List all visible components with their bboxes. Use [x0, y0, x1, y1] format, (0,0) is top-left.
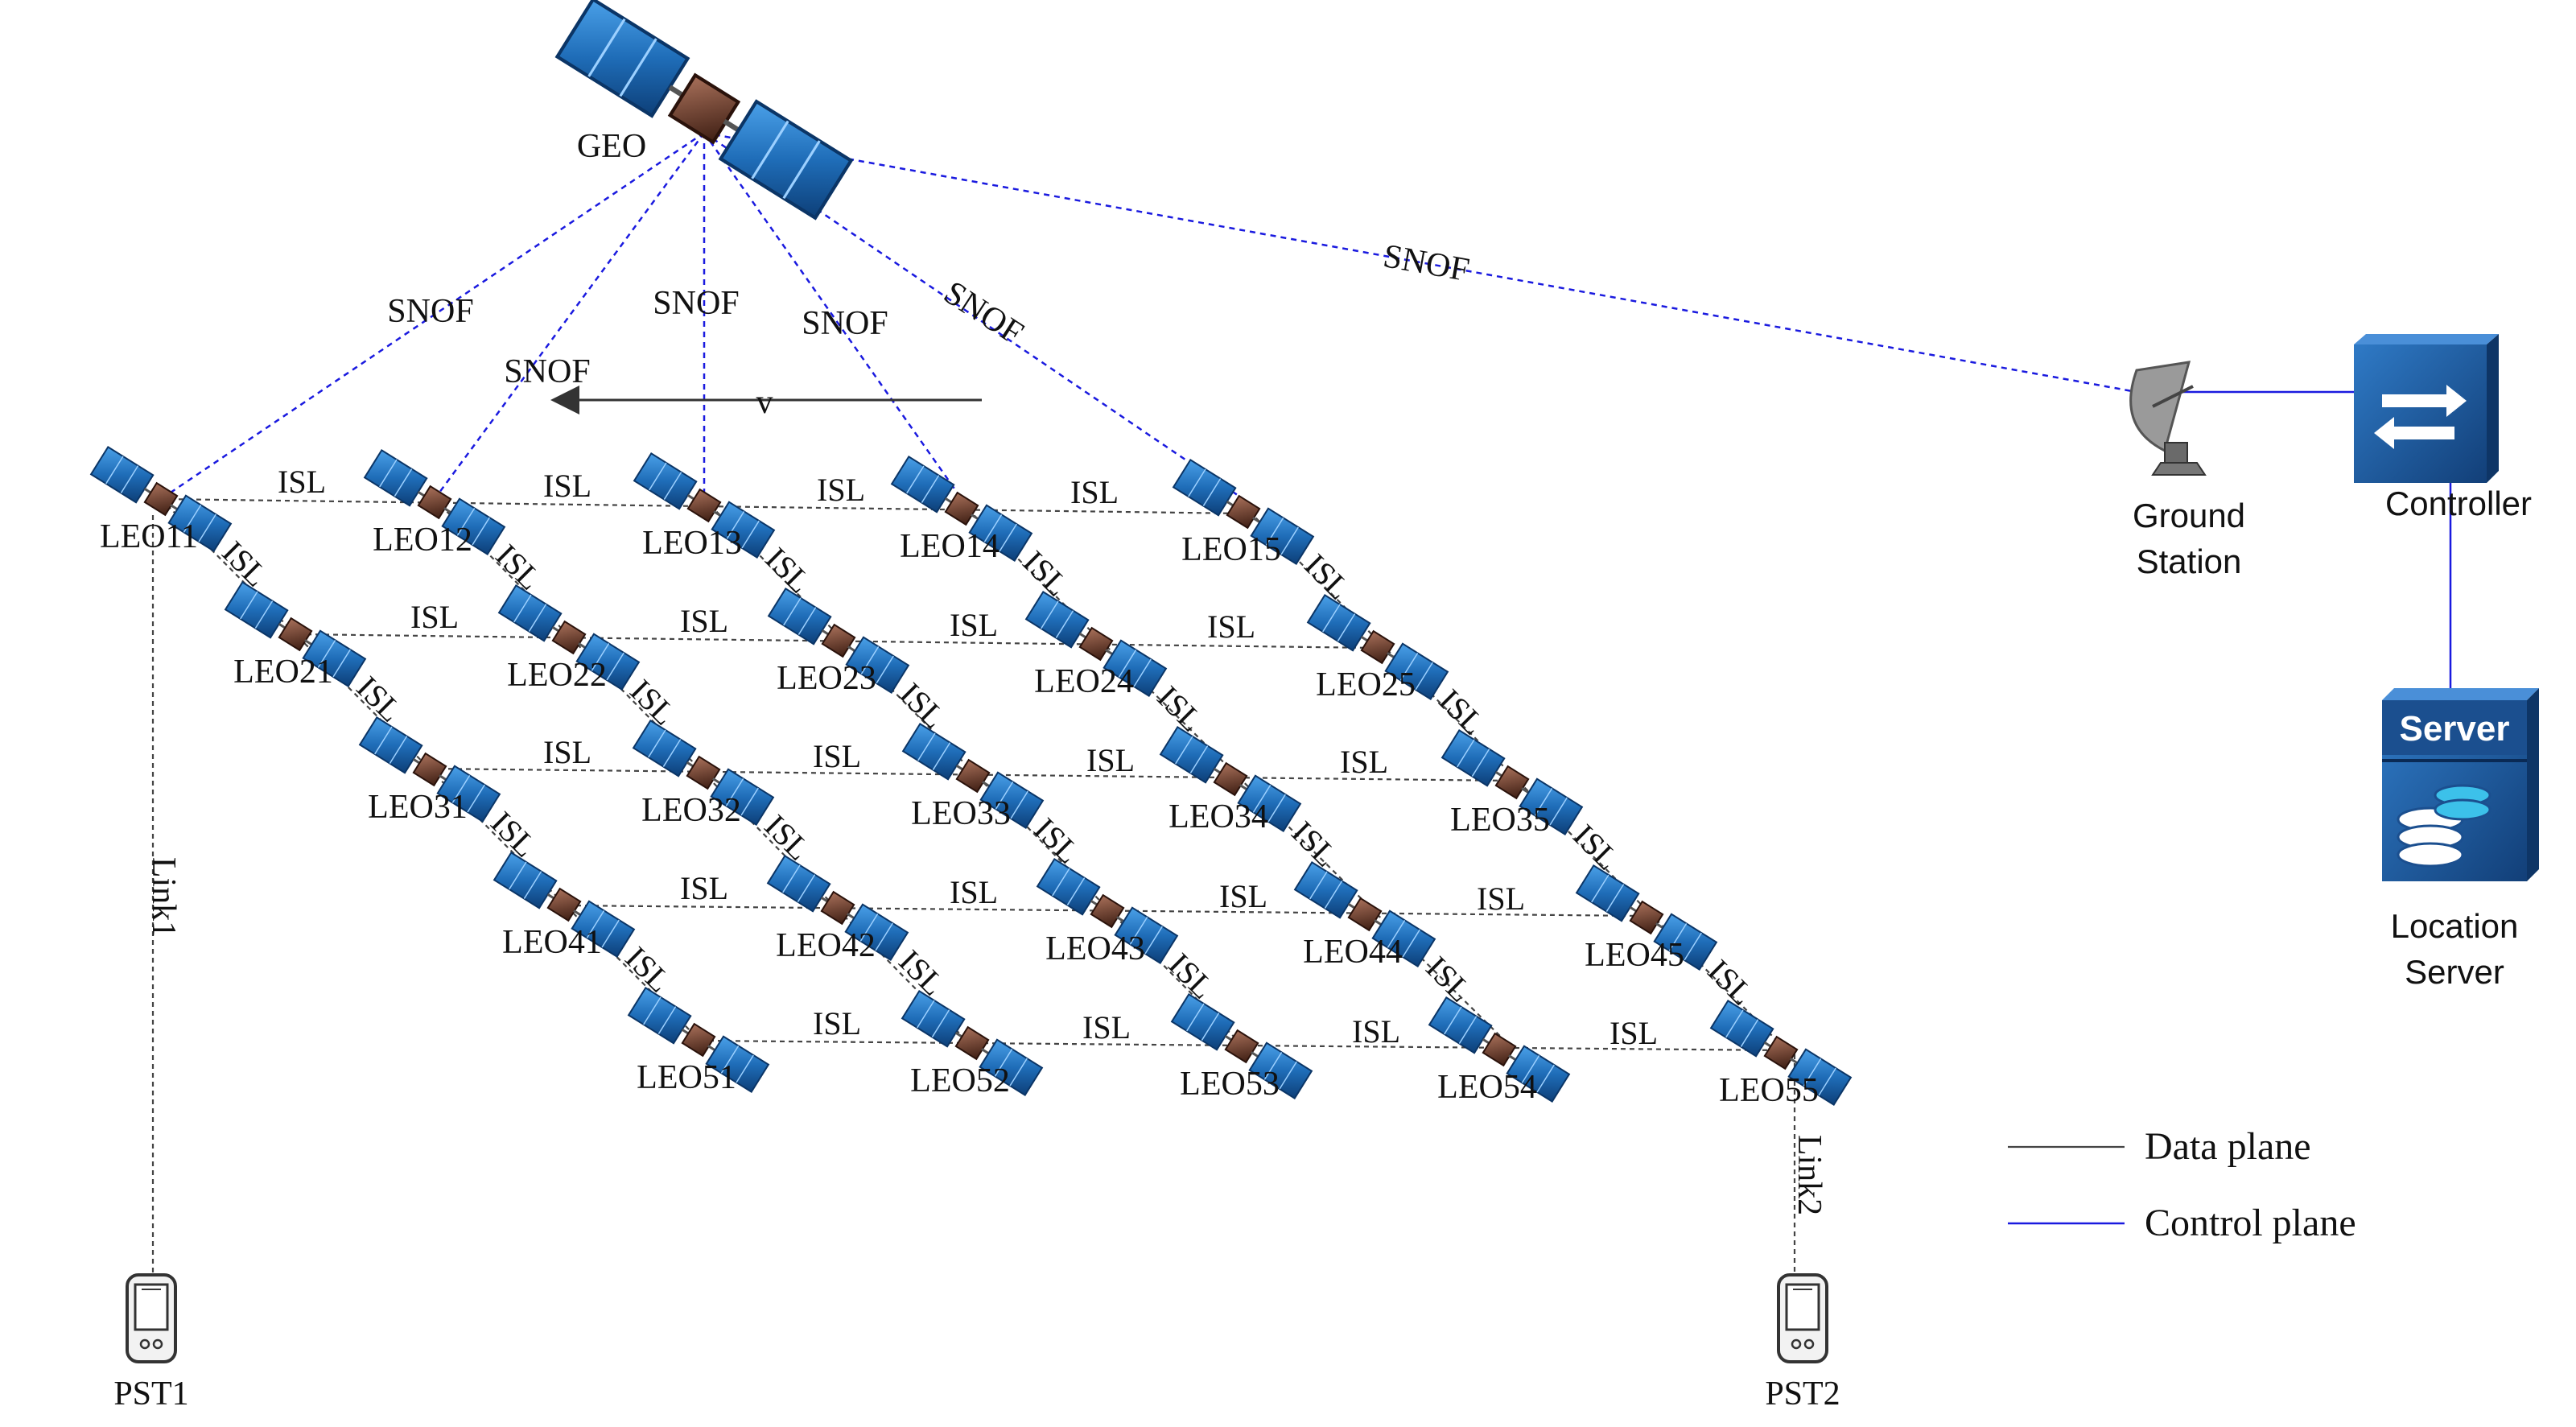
- server-badge: Server: [2399, 709, 2509, 749]
- leo-label: LEO14: [900, 528, 999, 565]
- leo-label: LEO51: [637, 1059, 736, 1096]
- velocity-label: v: [756, 384, 773, 421]
- leo-label: LEO53: [1180, 1066, 1280, 1103]
- leo-label: LEO31: [368, 789, 468, 826]
- location-server-label-line2: Server: [2405, 953, 2504, 991]
- leo-label: LEO52: [910, 1062, 1010, 1099]
- isl-label: ISL: [1086, 742, 1135, 778]
- leo-label: LEO43: [1045, 930, 1145, 967]
- snof-label: SNOF: [653, 285, 739, 322]
- isl-label: ISL: [1219, 878, 1267, 914]
- leo-label: LEO45: [1585, 937, 1684, 974]
- isl-label: ISL: [1609, 1015, 1658, 1051]
- leo-label: LEO32: [641, 792, 741, 829]
- isl-label: ISL: [1340, 744, 1388, 780]
- leo-label: LEO24: [1034, 663, 1134, 700]
- snof-link-leo12: [433, 132, 706, 500]
- ground-station-label-line2: Station: [2137, 542, 2242, 580]
- isl-label: ISL: [410, 599, 459, 635]
- leo-label: LEO55: [1719, 1072, 1819, 1109]
- snof-link-ground-station: [703, 131, 2137, 394]
- isl-label: ISL: [1477, 881, 1525, 917]
- leo-label: LEO22: [507, 657, 607, 694]
- location-server-icon: [2382, 688, 2539, 881]
- control-links: [160, 131, 2452, 732]
- isl-label: ISL: [1352, 1013, 1400, 1050]
- isl-label: ISL: [543, 734, 591, 770]
- isl-label: ISL: [680, 870, 728, 906]
- legend: Data plane Control plane: [2008, 1125, 2356, 1244]
- link1-label: Link1: [145, 857, 182, 938]
- leo-label: LEO34: [1168, 798, 1268, 835]
- leo-label: LEO13: [642, 525, 742, 562]
- ground-station-dish-icon: [2129, 361, 2207, 476]
- leo-label: LEO42: [776, 927, 876, 964]
- isl-label: ISL: [813, 738, 861, 774]
- leo-label: LEO15: [1181, 531, 1281, 568]
- isl-label: ISL: [278, 464, 326, 500]
- isl-label: ISL: [950, 874, 998, 910]
- legend-data-plane-label: Data plane: [2145, 1125, 2311, 1168]
- leo-label: LEO11: [100, 518, 198, 555]
- snof-label: SNOF: [504, 353, 590, 390]
- leo-label: LEO44: [1303, 934, 1403, 971]
- isl-label: ISL: [543, 468, 591, 504]
- isl-label: ISL: [813, 1005, 861, 1041]
- leo-label: LEO33: [911, 795, 1011, 832]
- snof-link-leo14: [703, 132, 963, 500]
- leo-label: LEO54: [1437, 1069, 1537, 1106]
- pst2-terminal-icon: [1777, 1273, 1828, 1363]
- isl-horizontal-labels: ISL ISL ISL ISL ISL ISL ISL ISL ISL ISL …: [278, 464, 1658, 1051]
- snof-label: SNOF: [938, 274, 1030, 353]
- snof-label: SNOF: [1380, 237, 1472, 289]
- legend-control-plane-label: Control plane: [2145, 1202, 2356, 1244]
- pst1-label: PST1: [113, 1375, 188, 1413]
- geo-label: GEO: [577, 128, 646, 165]
- link2-label: Link2: [1791, 1135, 1828, 1215]
- isl-label: ISL: [817, 472, 865, 508]
- isl-label: ISL: [950, 607, 998, 643]
- leo-label: LEO21: [233, 654, 333, 691]
- snof-label: SNOF: [802, 305, 888, 342]
- isl-label: ISL: [1207, 608, 1255, 645]
- snof-link-leo11: [160, 131, 705, 501]
- pst2-label: PST2: [1765, 1375, 1840, 1413]
- snof-label: SNOF: [387, 293, 473, 330]
- isl-label: ISL: [1070, 474, 1119, 510]
- ground-station-label-line1: Ground: [2133, 497, 2245, 534]
- leo-label: LEO23: [777, 660, 876, 697]
- leo-label: LEO25: [1316, 666, 1416, 703]
- location-server-label-line1: Location: [2391, 907, 2519, 945]
- leo-label: LEO12: [373, 522, 472, 559]
- leo-label: LEO41: [502, 924, 602, 961]
- isl-label: ISL: [680, 603, 728, 639]
- pst1-terminal-icon: [126, 1273, 177, 1363]
- controller-icon: [2354, 334, 2499, 483]
- isl-label: ISL: [1082, 1009, 1131, 1046]
- leo-label: LEO35: [1450, 802, 1550, 839]
- controller-label: Controller: [2385, 485, 2532, 522]
